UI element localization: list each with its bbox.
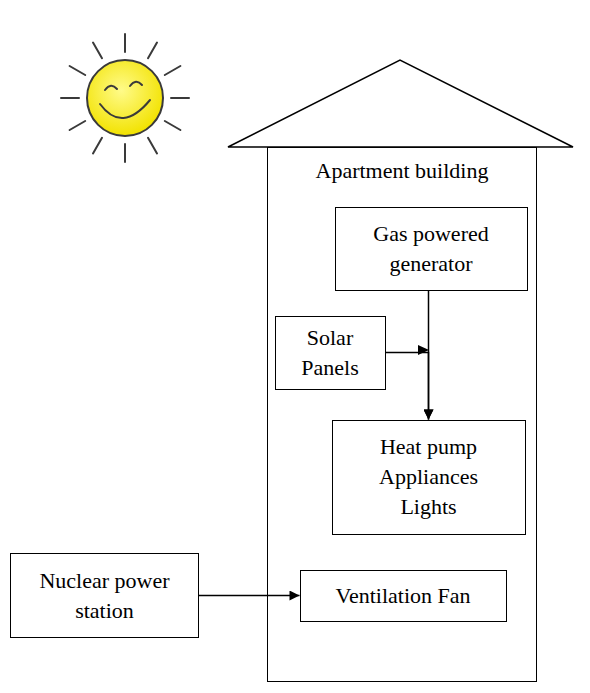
arrow-connector [386,353,429,420]
building-box: Apartment buildingGas powered generatorS… [267,147,537,682]
node-label: Lights [400,492,456,522]
node-label: Apartment building [268,148,536,186]
junction-arrowhead [418,345,429,355]
node-label: Solar Panels [276,323,385,383]
node-label: Appliances [379,462,478,492]
roof-triangle [228,60,573,147]
arrow-connector [428,291,430,420]
arrow-connector [199,595,300,597]
node-label: Gas powered generator [336,219,527,279]
sun-illustration [61,34,189,162]
source-box: Nuclear power station [10,553,199,638]
node-label: Ventilation Fan [335,581,470,611]
source-box: Solar Panels [275,316,386,390]
node-label: Heat pump [380,432,477,462]
load-box: Heat pumpAppliancesLights [332,420,526,535]
load-box: Ventilation Fan [300,570,507,622]
source-box: Gas powered generator [335,207,528,291]
node-label: Nuclear power station [11,566,198,626]
